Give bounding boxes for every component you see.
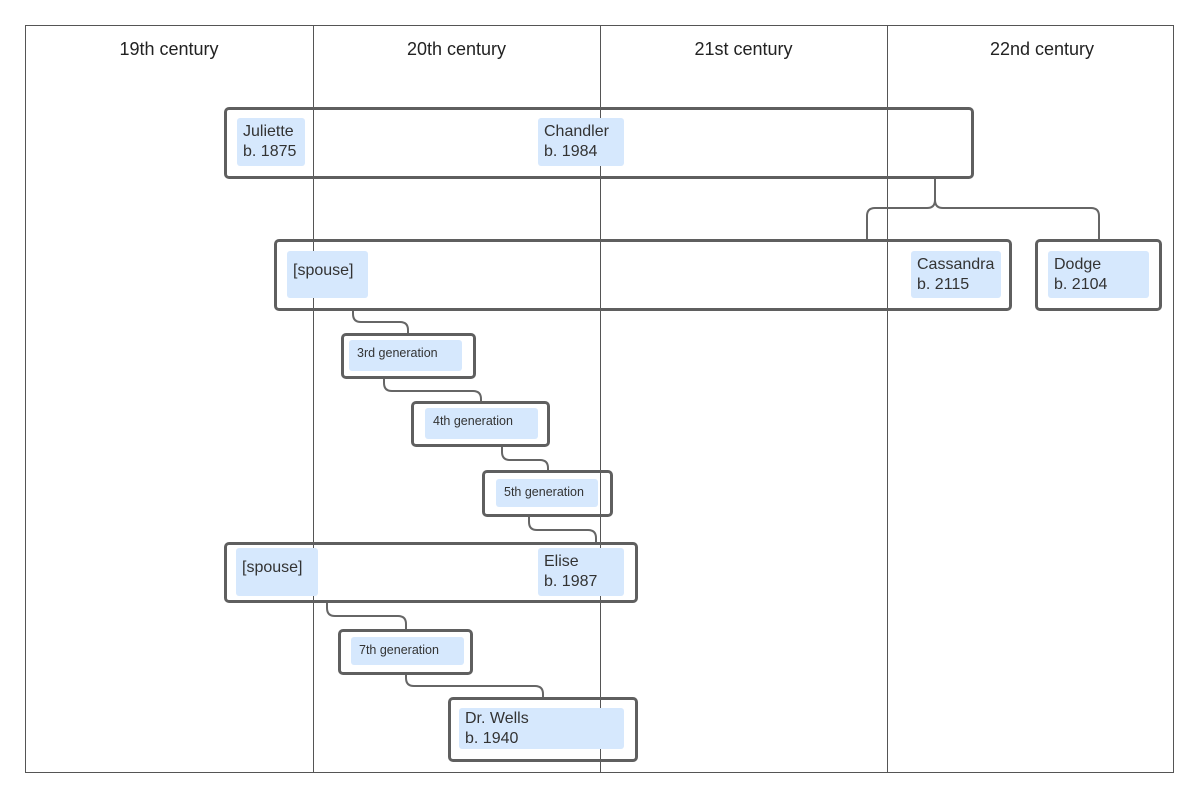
person-name: 3rd generation [357,346,438,360]
person-cassandra[interactable]: Cassandra b. 2115 [911,251,1001,298]
column-header-21st-century: 21st century [694,39,793,59]
person-birth-year: b. 1987 [544,573,598,590]
person-name: 5th generation [504,485,584,499]
connector-gen3-to-gen4 [383,377,482,402]
single-dr-wells[interactable] [448,697,638,762]
person-name: 4th generation [433,414,513,428]
column-header-22nd-century: 22nd century [989,39,1095,59]
person-birth-year: b. 1984 [544,143,598,160]
century-divider [600,25,601,773]
connector-gen5-to-elise [528,516,597,543]
person-name: Dr. Wells [465,710,529,727]
single-dodge[interactable] [1035,239,1162,311]
person-name: Dodge [1054,256,1102,273]
column-header-20th-century: 20th century [406,39,507,59]
person-3rd-generation[interactable]: 3rd generation [349,340,462,371]
person-name: 7th generation [359,643,439,657]
person-spouse-2[interactable]: [spouse] [236,548,318,596]
person-elise[interactable]: Elise b. 1987 [538,548,624,596]
generation-5-box[interactable] [482,470,613,517]
couple-spouse-elise[interactable] [224,542,638,603]
person-4th-generation[interactable]: 4th generation [425,408,538,439]
connector-spouse1-to-gen3 [352,310,409,334]
person-dodge[interactable]: Dodge b. 2104 [1048,251,1149,298]
connector-spouse2-to-gen7 [326,602,407,630]
couple-juliette-chandler[interactable] [224,107,974,179]
person-spouse-1[interactable]: [spouse] [287,251,368,298]
century-divider [887,25,888,773]
person-name: [spouse] [242,559,303,576]
person-juliette[interactable]: Juliette b. 1875 [237,118,305,166]
person-birth-year: b. 2104 [1054,276,1108,293]
generation-4-box[interactable] [411,401,550,447]
timeline-frame [25,25,1174,773]
connector-gen4-to-gen5 [501,446,549,471]
generation-7-box[interactable] [338,629,473,675]
couple-spouse-cassandra[interactable] [274,239,1012,311]
person-5th-generation[interactable]: 5th generation [496,479,598,507]
person-birth-year: b. 2115 [917,276,970,293]
generation-3-box[interactable] [341,333,476,379]
person-birth-year: b. 1875 [243,143,297,160]
person-name: Cassandra [917,256,995,273]
person-name: [spouse] [293,262,354,279]
person-dr-wells[interactable]: Dr. Wells b. 1940 [459,708,624,749]
person-chandler[interactable]: Chandler b. 1984 [538,118,624,166]
person-birth-year: b. 1940 [465,730,519,747]
person-name: Juliette [243,123,294,140]
column-header-19th-century: 19th century [119,39,219,59]
person-name: Chandler [544,123,609,140]
person-7th-generation[interactable]: 7th generation [351,637,464,665]
connector-couple1-to-children [866,178,1100,240]
century-divider [313,25,314,773]
person-name: Elise [544,553,579,570]
connector-gen7-to-drwells [405,674,544,698]
